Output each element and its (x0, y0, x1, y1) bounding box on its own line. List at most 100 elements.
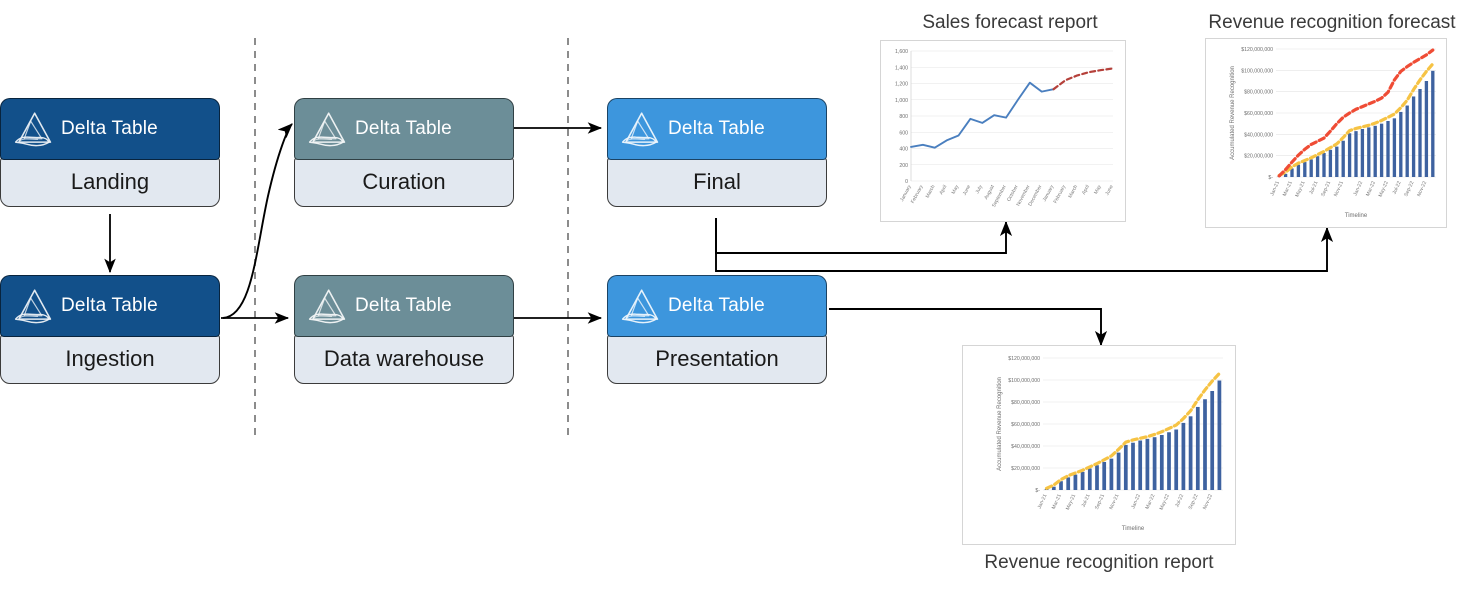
svg-text:Nov-22: Nov-22 (1202, 493, 1214, 510)
svg-text:1,200: 1,200 (895, 82, 908, 88)
node-landing-label: Landing (0, 157, 220, 207)
svg-text:Jan-21: Jan-21 (1037, 493, 1049, 510)
node-ingestion-type: Delta Table (61, 295, 158, 316)
svg-text:Jul-21: Jul-21 (1308, 180, 1319, 195)
sales-forecast-title: Sales forecast report (922, 12, 1098, 33)
node-data-warehouse-label: Data warehouse (294, 334, 514, 384)
node-ingestion-label: Ingestion (0, 334, 220, 384)
chart-revenue-report[interactable]: $-$20,000,000$40,000,000$60,000,000$80,0… (962, 345, 1236, 545)
svg-text:0: 0 (905, 179, 908, 185)
node-landing-header: Delta Table (0, 98, 220, 160)
svg-text:200: 200 (899, 163, 908, 169)
svg-text:Timeline: Timeline (1345, 213, 1368, 219)
svg-text:$20,000,000: $20,000,000 (1244, 154, 1273, 160)
svg-text:May-21: May-21 (1294, 180, 1306, 198)
svg-text:Timeline: Timeline (1122, 526, 1145, 532)
svg-text:Mar-22: Mar-22 (1145, 493, 1157, 510)
svg-text:Accumulated Revenue Recognitio: Accumulated Revenue Recognition (1230, 66, 1236, 160)
node-data-warehouse-header: Delta Table (294, 275, 514, 337)
svg-text:Sep-21: Sep-21 (1320, 180, 1332, 197)
node-curation-header: Delta Table (294, 98, 514, 160)
svg-text:Nov-21: Nov-21 (1108, 493, 1120, 510)
svg-text:June: June (962, 184, 972, 197)
svg-text:1,600: 1,600 (895, 49, 908, 55)
svg-text:Sep-22: Sep-22 (1188, 493, 1200, 510)
svg-text:$20,000,000: $20,000,000 (1011, 466, 1040, 472)
revenue-forecast-plot: $- $20,000,000 $40,000,000 $60,000,000 $80,0… (1230, 47, 1436, 219)
node-data-warehouse-type: Delta Table (355, 295, 452, 316)
node-curation[interactable]: Delta Table Curation (294, 98, 514, 207)
node-curation-label: Curation (294, 157, 514, 207)
svg-text:$60,000,000: $60,000,000 (1244, 111, 1273, 117)
svg-text:$120,000,000: $120,000,000 (1008, 356, 1040, 362)
svg-text:1,000: 1,000 (895, 98, 908, 104)
svg-text:$-: $- (1268, 175, 1273, 181)
svg-text:400: 400 (899, 147, 908, 153)
svg-text:April: April (1081, 184, 1091, 196)
svg-text:June: June (1104, 184, 1114, 197)
sales-forecast-plot: 02004006008001,0001,2001,4001,600January… (895, 49, 1115, 209)
edge-final-sales-forecast (715, 218, 1013, 254)
svg-text:Mar-21: Mar-21 (1051, 493, 1063, 510)
svg-text:Sep-21: Sep-21 (1094, 493, 1106, 510)
svg-text:$120,000,000: $120,000,000 (1241, 47, 1273, 53)
edge-ingestion-curation (222, 123, 293, 319)
svg-text:$100,000,000: $100,000,000 (1008, 378, 1040, 384)
svg-text:Accumulated Revenue Recognitio: Accumulated Revenue Recognition (997, 377, 1003, 471)
svg-text:$60,000,000: $60,000,000 (1011, 422, 1040, 428)
svg-text:May: May (1093, 184, 1103, 196)
edge-presentation-revenue-report (829, 308, 1108, 347)
svg-text:Jul-22: Jul-22 (1392, 180, 1403, 195)
svg-text:March: March (1067, 184, 1079, 199)
svg-text:$-: $- (1035, 488, 1040, 494)
svg-text:800: 800 (899, 114, 908, 120)
svg-text:April: April (938, 184, 948, 196)
svg-text:$100,000,000: $100,000,000 (1241, 68, 1273, 74)
svg-text:$40,000,000: $40,000,000 (1011, 444, 1040, 450)
svg-text:Jan-22: Jan-22 (1353, 180, 1365, 197)
node-ingestion-header: Delta Table (0, 275, 220, 337)
svg-text:$80,000,000: $80,000,000 (1244, 90, 1273, 96)
svg-text:May-21: May-21 (1065, 493, 1077, 511)
svg-text:Jan-21: Jan-21 (1269, 180, 1281, 197)
delta-lake-logo (308, 112, 346, 147)
node-presentation-header: Delta Table (607, 275, 827, 337)
node-landing[interactable]: Delta Table Landing (0, 98, 220, 207)
node-curation-type: Delta Table (355, 118, 452, 139)
node-final-label: Final (607, 157, 827, 207)
revenue-forecast-title: Revenue recognition forecast (1208, 12, 1456, 33)
svg-text:Jan-22: Jan-22 (1130, 493, 1142, 510)
svg-text:July: July (975, 184, 985, 195)
delta-lake-logo (14, 289, 52, 324)
node-data-warehouse[interactable]: Delta Table Data warehouse (294, 275, 514, 384)
node-final-type: Delta Table (668, 118, 765, 139)
svg-text:1,400: 1,400 (895, 65, 908, 71)
node-presentation-type: Delta Table (668, 295, 765, 316)
revenue-report-title: Revenue recognition report (984, 552, 1214, 573)
svg-text:Mar-22: Mar-22 (1365, 180, 1377, 197)
chart-revenue-forecast[interactable]: $- $20,000,000 $40,000,000 $60,000,000 $80,0… (1205, 38, 1447, 228)
svg-text:May-22: May-22 (1378, 180, 1390, 198)
delta-lake-logo (308, 289, 346, 324)
svg-text:Nov-21: Nov-21 (1333, 180, 1345, 197)
node-ingestion[interactable]: Delta Table Ingestion (0, 275, 220, 384)
delta-lake-logo (621, 112, 659, 147)
svg-text:May: May (951, 184, 961, 196)
svg-text:Jul-22: Jul-22 (1174, 493, 1185, 508)
revenue-report-plot: $-$20,000,000$40,000,000$60,000,000$80,0… (997, 356, 1223, 532)
svg-text:Jul-21: Jul-21 (1081, 493, 1092, 508)
node-presentation[interactable]: Delta Table Presentation (607, 275, 827, 384)
svg-text:Nov-22: Nov-22 (1416, 180, 1428, 197)
node-final[interactable]: Delta Table Final (607, 98, 827, 207)
delta-lake-logo (621, 289, 659, 324)
delta-lake-logo (14, 112, 52, 147)
node-presentation-label: Presentation (607, 334, 827, 384)
svg-text:$40,000,000: $40,000,000 (1244, 132, 1273, 138)
node-final-header: Delta Table (607, 98, 827, 160)
svg-text:600: 600 (899, 130, 908, 136)
svg-text:Mar-21: Mar-21 (1282, 180, 1294, 197)
node-landing-type: Delta Table (61, 118, 158, 139)
svg-text:May-22: May-22 (1159, 493, 1171, 511)
